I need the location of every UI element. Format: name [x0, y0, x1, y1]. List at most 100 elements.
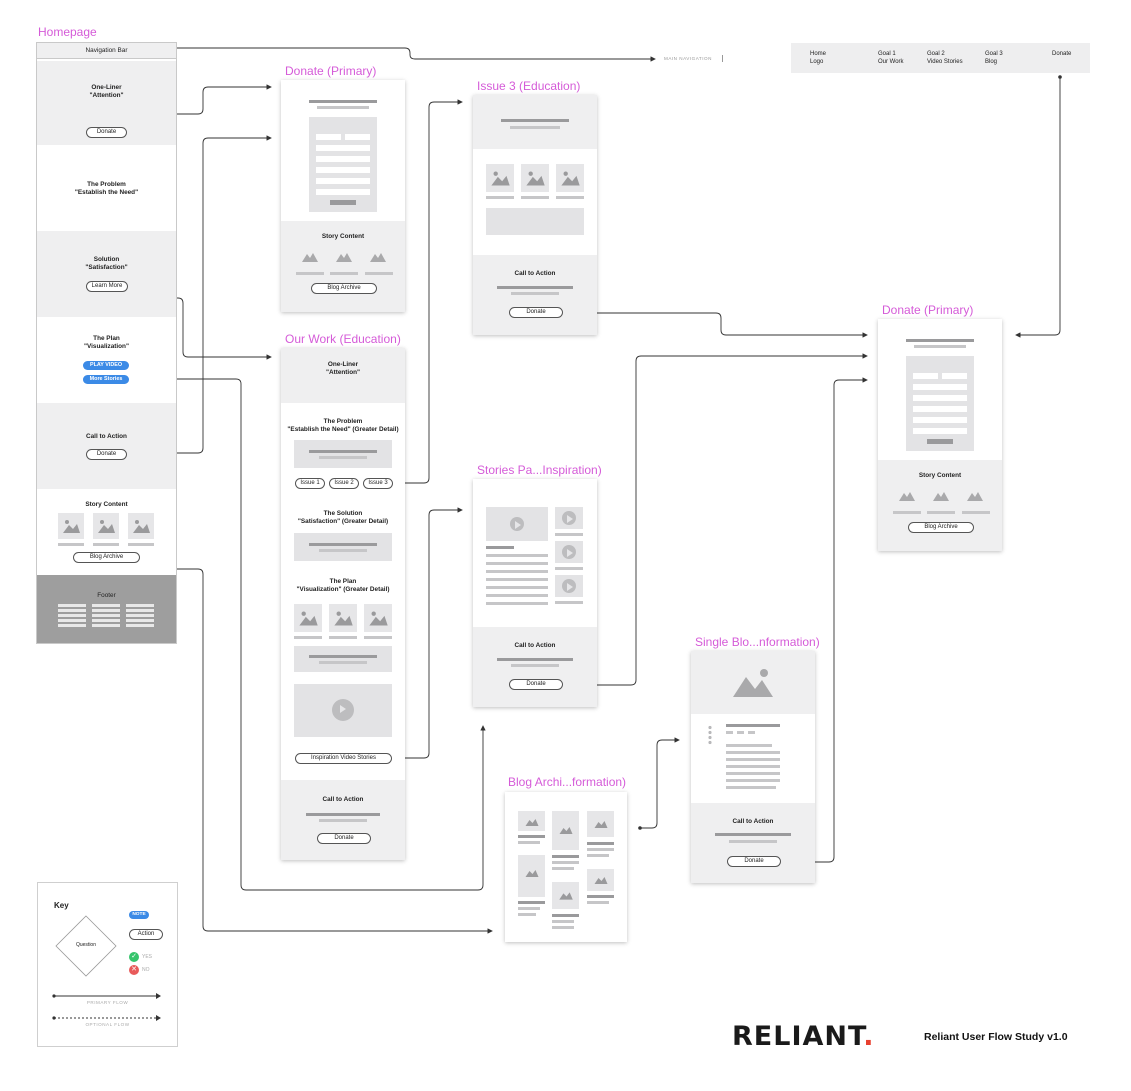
video-thumb[interactable]	[555, 575, 583, 597]
one-liner-heading: One-Liner	[327, 361, 359, 368]
action-button: Action	[129, 929, 163, 940]
play-icon[interactable]	[562, 579, 576, 593]
blog-archive-title: Blog Archi...formation)	[508, 775, 627, 789]
plan-heading: The Plan	[329, 578, 357, 585]
one-liner-heading: One-Liner	[91, 84, 122, 91]
donate-button[interactable]: Donate	[727, 856, 781, 867]
single-blog-title: Single Blo...nformation)	[695, 635, 820, 649]
video-placeholder[interactable]	[294, 684, 392, 737]
question-diamond-icon	[55, 915, 117, 977]
story-content-heading: Story Content	[918, 472, 962, 479]
attention-subheading: "Attention"	[325, 369, 361, 376]
issue3-title: Issue 3 (Education)	[477, 79, 581, 93]
donate-button[interactable]: Donate	[509, 307, 563, 318]
play-icon[interactable]	[562, 511, 576, 525]
donation-form[interactable]	[309, 117, 377, 212]
image-placeholder-icon	[556, 164, 584, 192]
donate-button[interactable]: Donate	[509, 679, 563, 690]
stories-title: Stories Pa...Inspiration)	[477, 463, 602, 477]
solution-subheading: "Satisfaction" (Greater Detail)	[297, 518, 389, 525]
donate-primary-title: Donate (Primary)	[285, 64, 377, 78]
blog-archive-frame	[505, 792, 627, 942]
primary-flow-label: PRIMARY FLOW	[86, 1000, 129, 1005]
no-x-icon: ✕	[129, 965, 139, 975]
yes-label: YES	[142, 954, 153, 960]
more-stories-button[interactable]: More Stories	[83, 375, 129, 384]
image-placeholder-icon	[932, 488, 950, 502]
cta-heading: Call to Action	[514, 642, 556, 649]
issue2-button[interactable]: Issue 2	[329, 478, 359, 489]
legend-key: Key Question NOTE Action ✓ YES ✕ NO PRIM…	[37, 882, 178, 1047]
plan-subheading: "Visualization"	[83, 343, 129, 350]
story-content-section: Story Content Blog Archive	[37, 489, 176, 575]
issue3-button[interactable]: Issue 3	[363, 478, 393, 489]
issue3-frame: Call to Action Donate	[473, 95, 597, 335]
image-placeholder-icon	[898, 488, 916, 502]
image-placeholder-icon	[733, 669, 773, 697]
play-icon[interactable]	[562, 545, 576, 559]
inspiration-video-stories-button[interactable]: Inspiration Video Stories	[295, 753, 392, 764]
video-thumb[interactable]	[555, 507, 583, 529]
one-liner-section: One-Liner "Attention" Donate	[37, 61, 176, 145]
story-content-heading: Story Content	[321, 233, 365, 240]
no-label: NO	[142, 967, 150, 973]
nav-bar-label: Navigation Bar	[85, 47, 128, 54]
our-work-title: Our Work (Education)	[285, 332, 401, 346]
donation-form[interactable]	[906, 356, 974, 451]
problem-subheading: "Establish the Need"	[74, 189, 139, 196]
key-title: Key	[54, 901, 69, 910]
nav-item-donate[interactable]: Donate	[1052, 51, 1072, 57]
image-placeholder-icon	[587, 811, 614, 837]
cta-donate-button[interactable]: Donate	[86, 449, 127, 460]
image-placeholder-icon	[329, 604, 357, 632]
video-placeholder[interactable]	[486, 507, 548, 541]
image-placeholder-icon	[58, 513, 84, 539]
image-placeholder-icon	[518, 811, 545, 831]
cta-heading: Call to Action	[514, 270, 556, 277]
nav-bar-section[interactable]: Navigation Bar	[37, 43, 176, 59]
image-placeholder-icon	[301, 249, 319, 263]
issue1-button[interactable]: Issue 1	[295, 478, 325, 489]
single-blog-frame: Call to Action Donate	[691, 651, 815, 883]
homepage-title: Homepage	[38, 25, 97, 39]
blog-archive-button[interactable]: Blog Archive	[311, 283, 377, 294]
video-thumb[interactable]	[555, 541, 583, 563]
solution-heading: The Solution	[323, 510, 363, 517]
image-placeholder-icon	[128, 513, 154, 539]
share-icons[interactable]	[708, 725, 712, 745]
play-video-button[interactable]: PLAY VIDEO	[83, 361, 129, 370]
problem-heading: The Problem	[323, 418, 363, 425]
donate-button[interactable]: Donate	[86, 127, 127, 138]
image-placeholder-icon	[486, 164, 514, 192]
cta-heading: Call to Action	[86, 433, 127, 440]
story-content-heading: Story Content	[85, 501, 128, 508]
problem-section: The Problem "Establish the Need"	[37, 145, 176, 231]
donate-button[interactable]: Donate	[317, 833, 371, 844]
donate-primary-2-title: Donate (Primary)	[882, 303, 974, 317]
blog-archive-button[interactable]: Blog Archive	[908, 522, 974, 533]
flow-legend	[52, 993, 161, 1021]
note-badge: NOTE	[129, 911, 149, 919]
homepage-frame: Navigation Bar One-Liner "Attention" Don…	[36, 42, 177, 644]
footer-label: Footer	[97, 592, 116, 599]
play-icon[interactable]	[332, 699, 354, 721]
play-icon[interactable]	[510, 517, 524, 531]
stories-frame: Call to Action Donate	[473, 479, 597, 707]
image-placeholder-icon	[518, 855, 545, 897]
learn-more-button[interactable]: Learn More	[86, 281, 128, 292]
cta-heading: Call to Action	[732, 818, 774, 825]
image-placeholder-icon	[521, 164, 549, 192]
cta-heading: Call to Action	[322, 796, 364, 803]
plan-subheading: "Visualization" (Greater Detail)	[296, 586, 390, 593]
image-placeholder-icon	[294, 604, 322, 632]
problem-heading: The Problem	[87, 181, 126, 188]
hero-image	[691, 651, 815, 714]
blog-archive-button[interactable]: Blog Archive	[73, 552, 140, 563]
image-placeholder-icon	[552, 811, 579, 850]
image-placeholder-icon	[93, 513, 119, 539]
